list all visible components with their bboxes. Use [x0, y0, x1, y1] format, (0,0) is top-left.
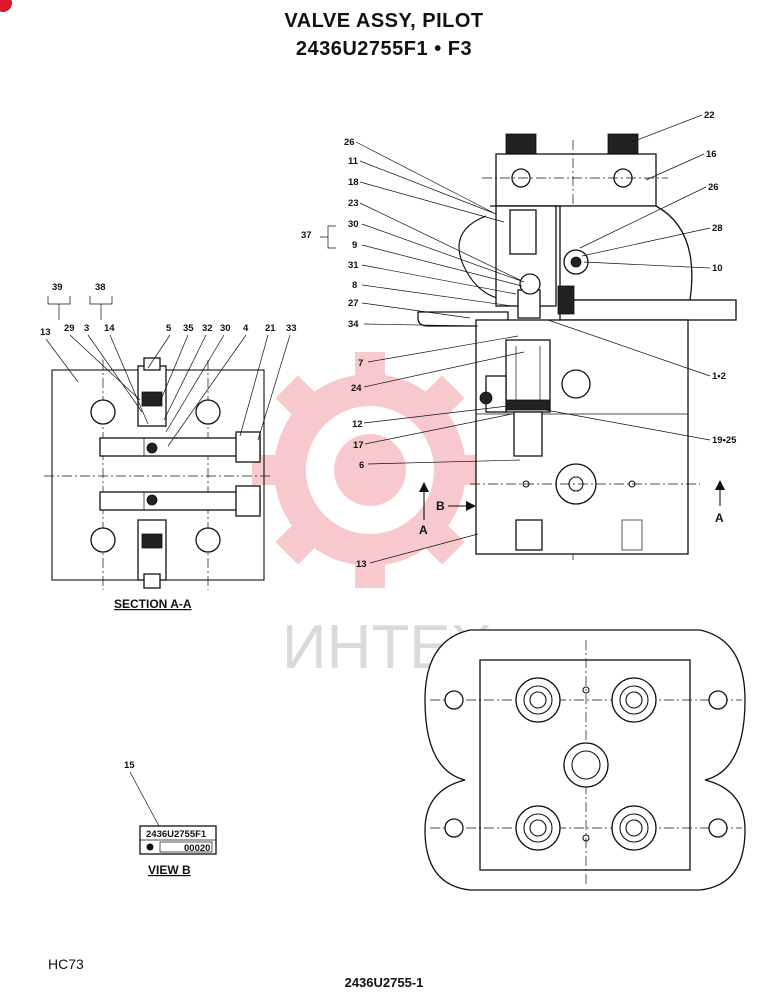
- svg-text:39: 39: [52, 282, 63, 293]
- svg-text:21: 21: [265, 323, 276, 334]
- footer-code: HC73: [48, 956, 84, 972]
- svg-text:14: 14: [104, 323, 115, 334]
- svg-text:00020: 00020: [184, 843, 210, 854]
- svg-text:33: 33: [286, 323, 297, 334]
- svg-text:24: 24: [351, 383, 362, 394]
- watermark-gear-logo: [252, 352, 488, 588]
- svg-text:6: 6: [359, 460, 364, 471]
- svg-text:5: 5: [166, 323, 172, 334]
- svg-text:1•2: 1•2: [712, 371, 726, 382]
- view-b-label: VIEW B: [148, 863, 191, 877]
- svg-text:12: 12: [352, 419, 363, 430]
- svg-text:16: 16: [706, 149, 717, 160]
- svg-text:10: 10: [712, 263, 723, 274]
- svg-text:22: 22: [704, 110, 715, 121]
- svg-text:32: 32: [202, 323, 213, 334]
- svg-text:19•25: 19•25: [712, 435, 737, 446]
- svg-text:13: 13: [356, 559, 367, 570]
- svg-text:35: 35: [183, 323, 194, 334]
- svg-text:7: 7: [358, 358, 363, 369]
- svg-text:28: 28: [712, 223, 723, 234]
- svg-text:8: 8: [352, 280, 357, 291]
- svg-text:15: 15: [124, 760, 135, 771]
- drawing-number: 2436U2755-1: [344, 975, 424, 990]
- svg-text:17: 17: [353, 440, 364, 451]
- svg-text:30: 30: [348, 219, 359, 230]
- section-aa-label: SECTION A-A: [114, 597, 192, 611]
- svg-text:B: B: [436, 499, 445, 513]
- svg-text:11: 11: [348, 156, 359, 167]
- svg-text:13: 13: [40, 327, 51, 338]
- svg-text:26: 26: [344, 137, 355, 148]
- svg-text:9: 9: [352, 240, 357, 251]
- svg-text:29: 29: [64, 323, 75, 334]
- section-callouts: 39 38 13 29 3 14 5 35 32 30 4 21 33: [40, 282, 297, 447]
- svg-text:37: 37: [301, 230, 312, 241]
- section-markers: A B A: [419, 480, 725, 537]
- svg-text:18: 18: [348, 177, 359, 188]
- drawing-title: VALVE ASSY, PILOT: [284, 10, 484, 32]
- main-elevation-view: [417, 133, 737, 560]
- svg-text:3: 3: [84, 323, 89, 334]
- svg-text:30: 30: [220, 323, 231, 334]
- svg-text:A: A: [419, 523, 428, 537]
- main-callouts: 26 11 18 23 37 30 9 31 8 27 34 7 24 12 1…: [301, 110, 737, 570]
- svg-text:38: 38: [95, 282, 106, 293]
- svg-text:27: 27: [348, 298, 359, 309]
- svg-text:2436U2755F1: 2436U2755F1: [146, 829, 207, 840]
- svg-text:34: 34: [348, 319, 359, 330]
- view-b-nameplate: 15 2436U2755F1 00020: [124, 760, 217, 855]
- svg-text:A: A: [715, 511, 724, 525]
- drawing-subtitle: 2436U2755F1 • F3: [295, 38, 473, 60]
- section-aa-view: [44, 357, 272, 590]
- svg-text:31: 31: [348, 260, 359, 271]
- svg-text:26: 26: [708, 182, 719, 193]
- bottom-view: [424, 629, 746, 891]
- svg-text:23: 23: [348, 198, 359, 209]
- svg-text:4: 4: [243, 323, 249, 334]
- corner-red-mark: [0, 0, 12, 12]
